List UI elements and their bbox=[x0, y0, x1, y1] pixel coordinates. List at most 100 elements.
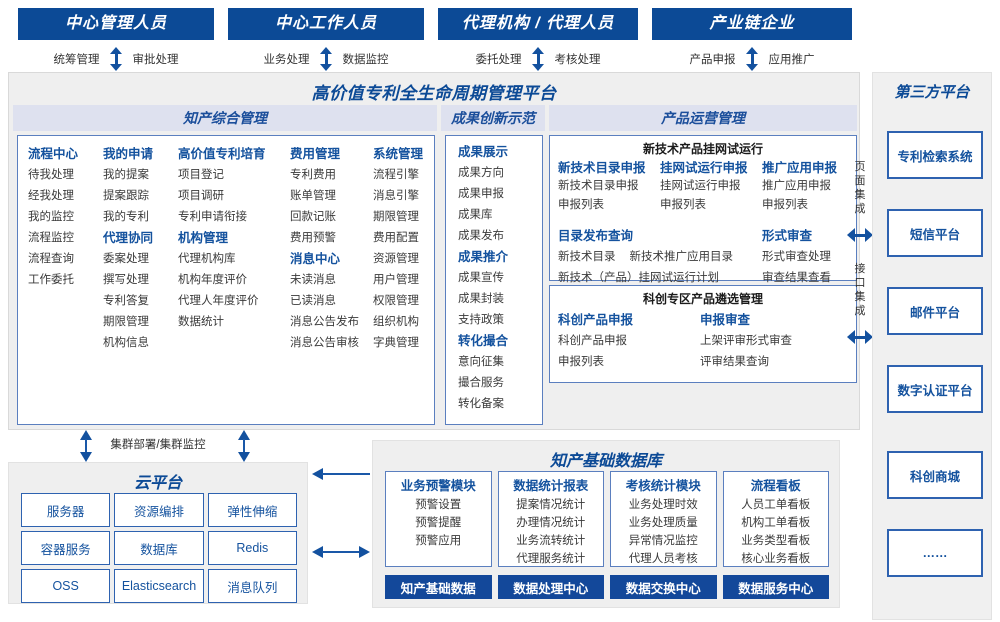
group-head[interactable]: 科创产品申报 bbox=[558, 313, 634, 327]
group-item[interactable]: 转化备案 bbox=[458, 398, 504, 410]
group-item[interactable]: 成果库 bbox=[458, 209, 493, 221]
group-item[interactable]: 专利答复 bbox=[103, 295, 149, 307]
group-head[interactable]: 成果展示 bbox=[458, 145, 509, 159]
group-item[interactable]: 用户管理 bbox=[373, 274, 419, 286]
cloud-cell-5[interactable]: Redis bbox=[207, 531, 297, 565]
group-item[interactable]: 提案跟踪 bbox=[103, 190, 149, 202]
group-item[interactable]: 我的提案 bbox=[103, 169, 149, 181]
group-item[interactable]: 机构年度评价 bbox=[178, 274, 247, 286]
group-item[interactable]: 成果封装 bbox=[458, 293, 504, 305]
group-item[interactable]: 消息公告发布 bbox=[290, 316, 359, 328]
db-card-item[interactable]: 业务类型看板 bbox=[741, 535, 811, 547]
group-item[interactable]: 专利申请衔接 bbox=[178, 211, 247, 223]
cloud-cell-8[interactable]: 消息队列 bbox=[207, 569, 297, 603]
group-head[interactable]: 代理协同 bbox=[103, 231, 154, 245]
third-party-item-1[interactable]: 短信平台 bbox=[887, 209, 983, 257]
group-item[interactable]: 申报列表 bbox=[762, 199, 808, 211]
group-item[interactable]: 成果方向 bbox=[458, 167, 504, 179]
third-party-item-5[interactable]: …… bbox=[887, 529, 983, 577]
group-head[interactable]: 机构管理 bbox=[178, 231, 229, 245]
cloud-cell-3[interactable]: 容器服务 bbox=[21, 531, 111, 565]
group-item[interactable]: 期限管理 bbox=[103, 316, 149, 328]
cloud-cell-0[interactable]: 服务器 bbox=[21, 493, 111, 527]
group-head[interactable]: 挂网试运行申报 bbox=[660, 161, 748, 175]
group-item[interactable]: 消息引擎 bbox=[373, 190, 419, 202]
role-title-3[interactable]: 产业链企业 bbox=[652, 8, 852, 40]
group-item[interactable]: 申报列表 bbox=[558, 199, 604, 211]
group-head[interactable]: 形式审查 bbox=[762, 229, 813, 243]
db-bar-2[interactable]: 数据交换中心 bbox=[610, 575, 717, 599]
group-item[interactable]: 新技术目录 bbox=[558, 251, 616, 263]
group-item[interactable]: 科创产品申报 bbox=[558, 335, 627, 347]
group-item[interactable]: 期限管理 bbox=[373, 211, 419, 223]
db-bar-0[interactable]: 知产基础数据 bbox=[385, 575, 492, 599]
db-card-item[interactable]: 代理人员考核 bbox=[628, 553, 698, 565]
db-card-item[interactable]: 机构工单看板 bbox=[741, 517, 811, 529]
group-item[interactable]: 费用配置 bbox=[373, 232, 419, 244]
group-head[interactable]: 申报审查 bbox=[700, 313, 751, 327]
group-item[interactable]: 回款记账 bbox=[290, 211, 336, 223]
cloud-cell-6[interactable]: OSS bbox=[21, 569, 111, 603]
group-head[interactable]: 流程中心 bbox=[28, 147, 79, 161]
cloud-cell-7[interactable]: Elasticsearch bbox=[114, 569, 204, 603]
db-card-item[interactable]: 代理服务统计 bbox=[516, 553, 586, 565]
group-item[interactable]: 推广应用申报 bbox=[762, 180, 831, 192]
group-head[interactable]: 消息中心 bbox=[290, 252, 341, 266]
group-head[interactable]: 推广应用申报 bbox=[762, 161, 838, 175]
group-item[interactable]: 待我处理 bbox=[28, 169, 74, 181]
group-item[interactable]: 工作委托 bbox=[28, 274, 74, 286]
db-card-item[interactable]: 人员工单看板 bbox=[741, 499, 811, 511]
role-title-0[interactable]: 中心管理人员 bbox=[18, 8, 214, 40]
group-head[interactable]: 费用管理 bbox=[290, 147, 341, 161]
group-item[interactable]: 支持政策 bbox=[458, 314, 504, 326]
db-card-item[interactable]: 业务处理质量 bbox=[628, 517, 698, 529]
cloud-cell-1[interactable]: 资源编排 bbox=[114, 493, 204, 527]
db-card-item[interactable]: 预警设置 bbox=[415, 499, 462, 511]
group-item[interactable]: 评审结果查询 bbox=[700, 356, 769, 368]
group-item[interactable]: 委案处理 bbox=[103, 253, 149, 265]
group-item[interactable]: 成果宣传 bbox=[458, 272, 504, 284]
db-card-item[interactable]: 业务流转统计 bbox=[516, 535, 586, 547]
role-title-2[interactable]: 代理机构 / 代理人员 bbox=[438, 8, 638, 40]
group-head[interactable]: 我的申请 bbox=[103, 147, 154, 161]
group-item[interactable]: 成果发布 bbox=[458, 230, 504, 242]
group-item[interactable]: 撰写处理 bbox=[103, 274, 149, 286]
group-item[interactable]: 组织机构 bbox=[373, 316, 419, 328]
group-item[interactable]: 挂网试运行申报 bbox=[660, 180, 741, 192]
group-item[interactable]: 形式审查处理 bbox=[762, 251, 831, 263]
group-item[interactable]: 新技术（产品）挂网试运行计划 bbox=[558, 272, 719, 284]
db-card-item[interactable]: 办理情况统计 bbox=[516, 517, 586, 529]
group-item[interactable]: 项目登记 bbox=[178, 169, 224, 181]
group-item[interactable]: 代理人年度评价 bbox=[178, 295, 259, 307]
group-item[interactable]: 账单管理 bbox=[290, 190, 336, 202]
group-item[interactable]: 未读消息 bbox=[290, 274, 336, 286]
group-item[interactable]: 权限管理 bbox=[373, 295, 419, 307]
group-item[interactable]: 上架评审形式审查 bbox=[700, 335, 792, 347]
group-head[interactable]: 转化撮合 bbox=[458, 334, 509, 348]
db-card-item[interactable]: 异常情况监控 bbox=[628, 535, 698, 547]
group-item[interactable]: 新技术推广应用目录 bbox=[629, 251, 734, 263]
role-title-1[interactable]: 中心工作人员 bbox=[228, 8, 424, 40]
group-item[interactable]: 费用预警 bbox=[290, 232, 336, 244]
db-bar-3[interactable]: 数据服务中心 bbox=[722, 575, 829, 599]
group-item[interactable]: 资源管理 bbox=[373, 253, 419, 265]
group-item[interactable]: 成果申报 bbox=[458, 188, 504, 200]
group-item[interactable]: 代理机构库 bbox=[178, 253, 236, 265]
group-item[interactable]: 流程查询 bbox=[28, 253, 74, 265]
group-item[interactable]: 意向征集 bbox=[458, 356, 504, 368]
group-item[interactable]: 机构信息 bbox=[103, 337, 149, 349]
group-item[interactable]: 新技术目录申报 bbox=[558, 180, 639, 192]
group-head[interactable]: 新技术目录申报 bbox=[558, 161, 646, 175]
db-card-item[interactable]: 预警应用 bbox=[415, 535, 462, 547]
db-card-item[interactable]: 提案情况统计 bbox=[516, 499, 586, 511]
cloud-cell-4[interactable]: 数据库 bbox=[114, 531, 204, 565]
group-item[interactable]: 申报列表 bbox=[558, 356, 604, 368]
group-item[interactable]: 数据统计 bbox=[178, 316, 224, 328]
group-item[interactable]: 我的监控 bbox=[28, 211, 74, 223]
third-party-item-3[interactable]: 数字认证平台 bbox=[887, 365, 983, 413]
group-item[interactable]: 专利费用 bbox=[290, 169, 336, 181]
group-item[interactable]: 已读消息 bbox=[290, 295, 336, 307]
group-item[interactable]: 经我处理 bbox=[28, 190, 74, 202]
third-party-item-0[interactable]: 专利检索系统 bbox=[887, 131, 983, 179]
group-item[interactable]: 流程引擎 bbox=[373, 169, 419, 181]
